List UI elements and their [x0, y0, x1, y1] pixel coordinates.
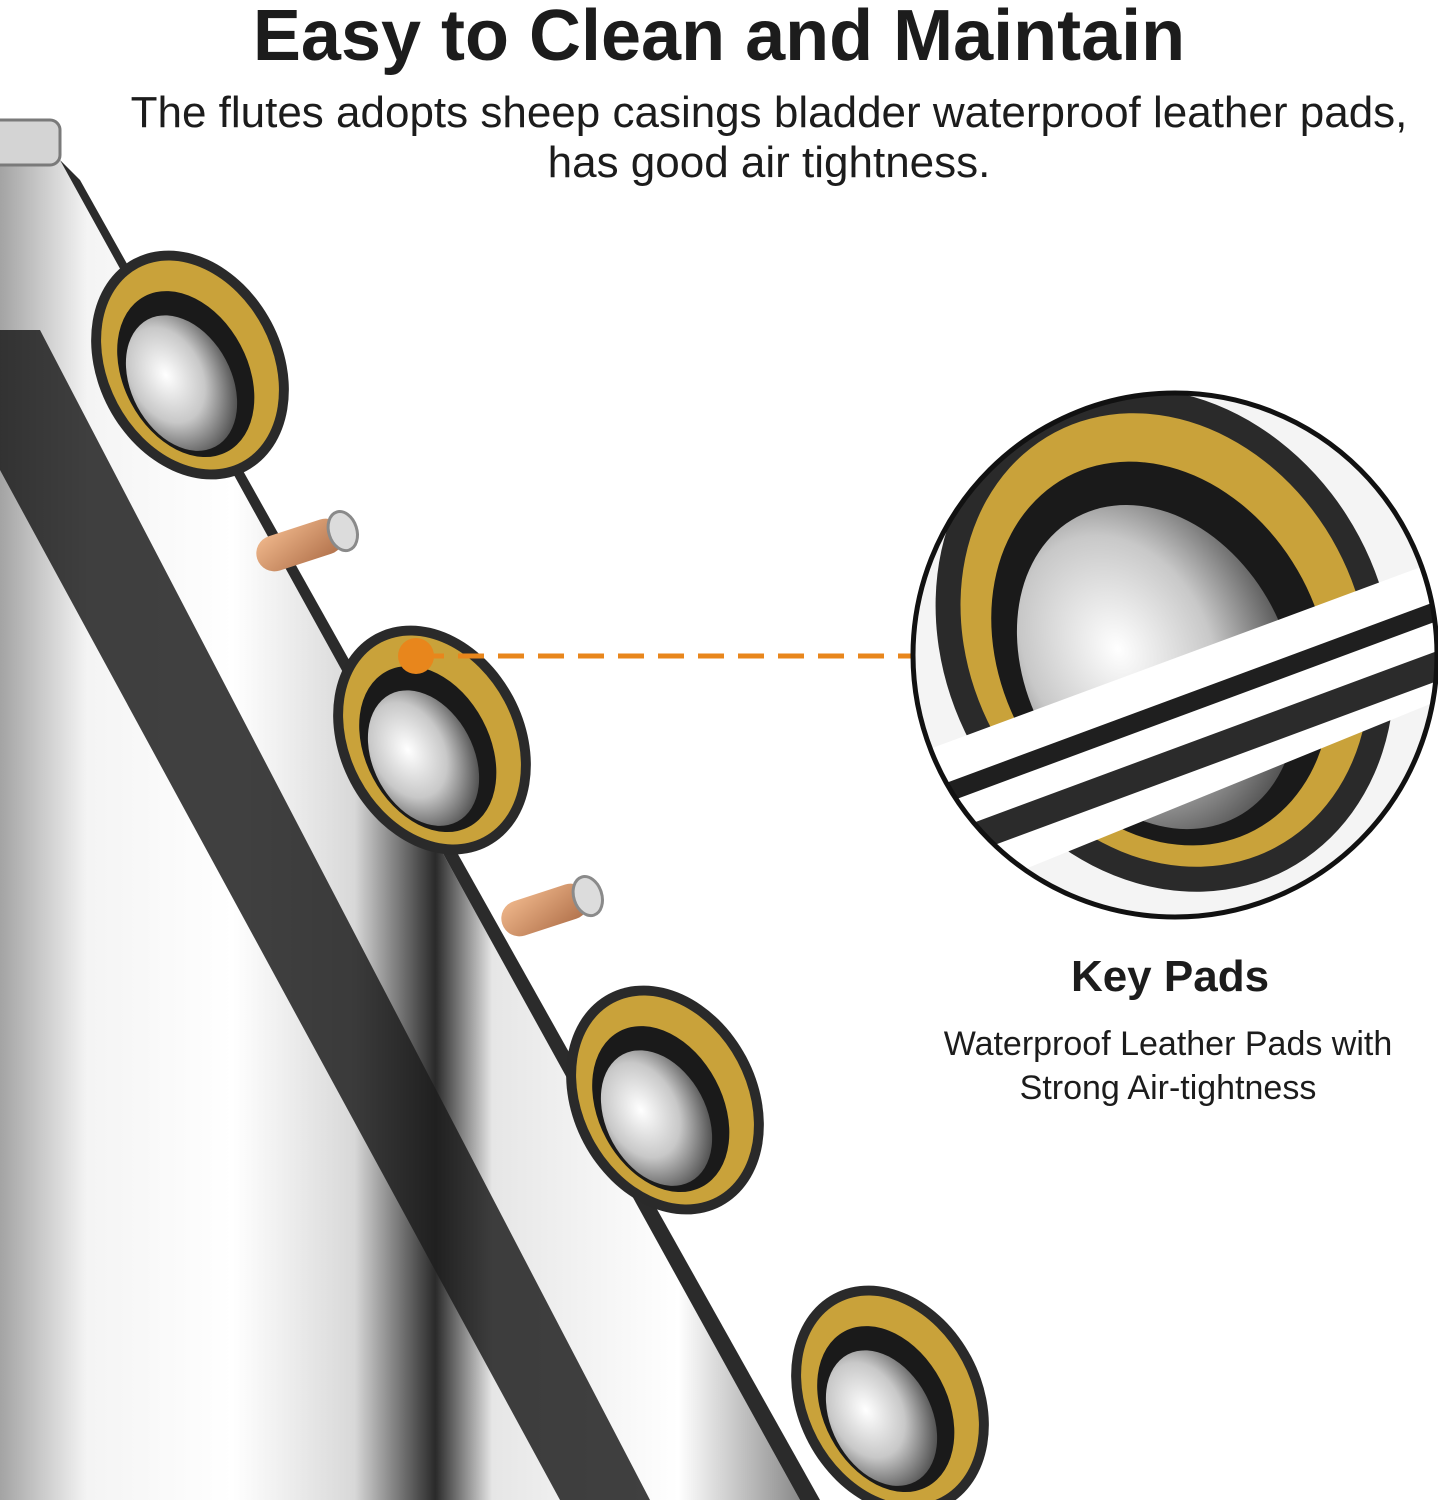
page-subtitle: The flutes adopts sheep casings bladder …: [130, 88, 1408, 187]
zoom-circle-icon: [910, 390, 1438, 920]
page-title: Easy to Clean and Maintain: [252, 0, 1186, 76]
callout-description: Waterproof Leather Pads with Strong Air-…: [943, 1025, 1393, 1107]
key-pad-4: [791, 1285, 989, 1500]
key-roller-2: [501, 875, 604, 937]
key-pad-3: [566, 985, 764, 1215]
callout-title: Key Pads: [1070, 952, 1270, 1001]
key-roller-1: [256, 510, 359, 572]
orange-dot-icon: [398, 638, 434, 674]
key-pad-1: [91, 250, 289, 480]
key-pad-2: [333, 625, 531, 855]
